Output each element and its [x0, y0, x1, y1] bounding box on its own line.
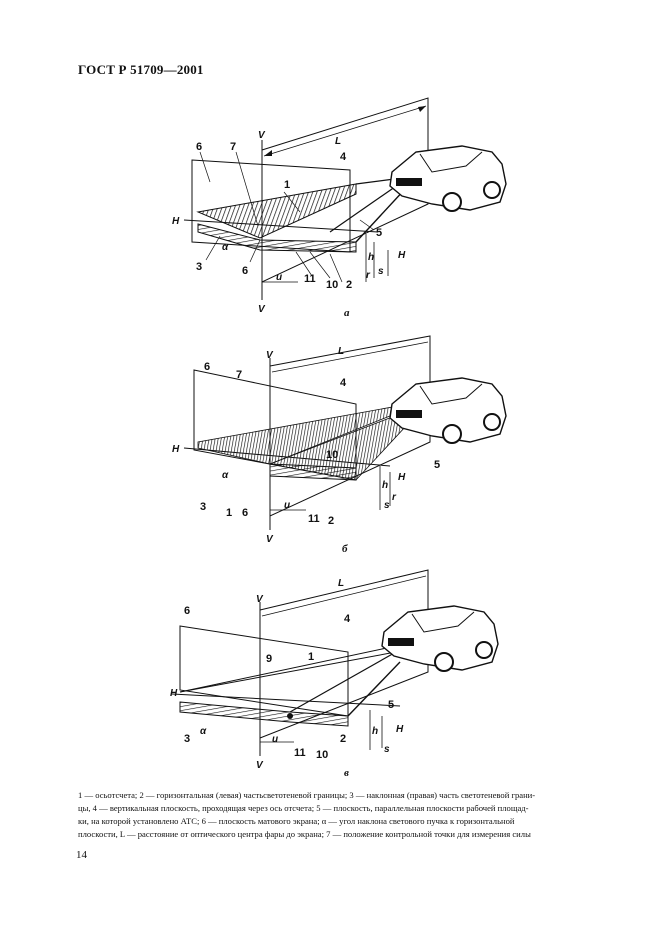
label-6-bottom: 6 — [242, 265, 248, 277]
car-illustration-b — [389, 377, 507, 444]
label-5: 5 — [388, 699, 394, 711]
label-s: s — [384, 744, 390, 755]
label-h: h — [368, 252, 374, 263]
label-r: r — [392, 492, 397, 503]
label-V-top: V — [266, 350, 274, 361]
label-3: 3 — [200, 501, 206, 513]
label-u: u — [272, 734, 278, 745]
figure-letter-a: а — [344, 307, 350, 319]
label-9: 9 — [266, 653, 272, 665]
label-6: 6 — [196, 141, 202, 153]
label-u: u — [276, 272, 282, 283]
figure-caption: 1 — осьотсчета; 2 — горизонтальная (лева… — [78, 789, 618, 841]
label-1: 1 — [284, 179, 290, 191]
label-2: 2 — [340, 733, 346, 745]
figure-letter-b: б — [342, 543, 348, 555]
label-V-top: V — [256, 594, 264, 605]
label-2: 2 — [346, 279, 352, 291]
figure-v: 6 4 L V V H H 9 1 5 3 α u 11 10 2 h s в — [170, 566, 530, 778]
label-V-bottom: V — [256, 760, 264, 771]
label-1: 1 — [226, 507, 232, 519]
label-V-bottom: V — [258, 304, 266, 315]
label-h: h — [382, 480, 388, 491]
caption-line: ки, на которой установлено АТС; 6 — плос… — [78, 816, 515, 826]
label-H-right: H — [398, 472, 406, 483]
label-h: h — [372, 726, 378, 737]
label-10: 10 — [326, 449, 338, 461]
figure-b: 6 7 4 L V V H H 10 5 3 α 1 6 u 11 2 h s … — [170, 330, 530, 556]
standard-header: ГОСТ Р 51709—2001 — [78, 62, 204, 77]
label-H-right: H — [398, 250, 406, 261]
label-11: 11 — [304, 273, 316, 285]
label-1: 1 — [308, 651, 314, 663]
label-6-bottom: 6 — [242, 507, 248, 519]
label-H: H — [172, 444, 180, 455]
label-r: r — [366, 270, 371, 281]
label-s: s — [378, 266, 384, 277]
label-6: 6 — [204, 361, 210, 373]
label-L: L — [335, 136, 341, 147]
label-3: 3 — [184, 733, 190, 745]
label-7: 7 — [230, 141, 236, 153]
figure-v-drawing: 6 4 L V V H H 9 1 5 3 α u 11 10 2 h s в — [170, 569, 499, 778]
page-number: 14 — [76, 849, 87, 861]
caption-line: плоскости, L — расстояние от оптического… — [78, 829, 531, 839]
car-illustration-v — [381, 605, 499, 672]
caption-line: цы, 4 — вертикальная плоскость, проходящ… — [78, 803, 529, 813]
label-V-top: V — [258, 130, 266, 141]
label-7: 7 — [236, 369, 242, 381]
label-alpha: α — [222, 470, 229, 481]
label-3: 3 — [196, 261, 202, 273]
label-6: 6 — [184, 605, 190, 617]
label-4: 4 — [340, 151, 347, 163]
label-5: 5 — [434, 459, 440, 471]
label-10: 10 — [316, 749, 328, 761]
label-alpha: α — [222, 242, 229, 253]
label-5: 5 — [376, 227, 382, 239]
label-H: H — [172, 216, 180, 227]
label-11: 11 — [294, 747, 306, 759]
label-10: 10 — [326, 279, 338, 291]
figure-a: 6 7 1 4 L V V H H 5 3 α 6 u 11 10 2 h s … — [170, 92, 530, 320]
label-u: u — [284, 500, 290, 511]
label-s: s — [384, 500, 390, 511]
figure-b-drawing: 6 7 4 L V V H H 10 5 3 α 1 6 u 11 2 h s … — [172, 335, 507, 555]
figure-a-drawing: 6 7 1 4 L V V H H 5 3 α 6 u 11 10 2 h s … — [172, 97, 507, 319]
car-illustration — [389, 145, 507, 212]
label-4: 4 — [344, 613, 351, 625]
label-2: 2 — [328, 515, 334, 527]
caption-line: 1 — осьотсчета; 2 — горизонтальная (лева… — [78, 790, 536, 800]
label-H: H — [170, 688, 178, 699]
label-alpha: α — [200, 726, 207, 737]
label-4: 4 — [340, 377, 347, 389]
figure-letter-v: в — [344, 767, 349, 778]
label-H-right: H — [396, 724, 404, 735]
label-L: L — [338, 578, 344, 589]
label-L: L — [338, 346, 344, 357]
label-11: 11 — [308, 513, 320, 525]
label-V-bottom: V — [266, 534, 274, 545]
